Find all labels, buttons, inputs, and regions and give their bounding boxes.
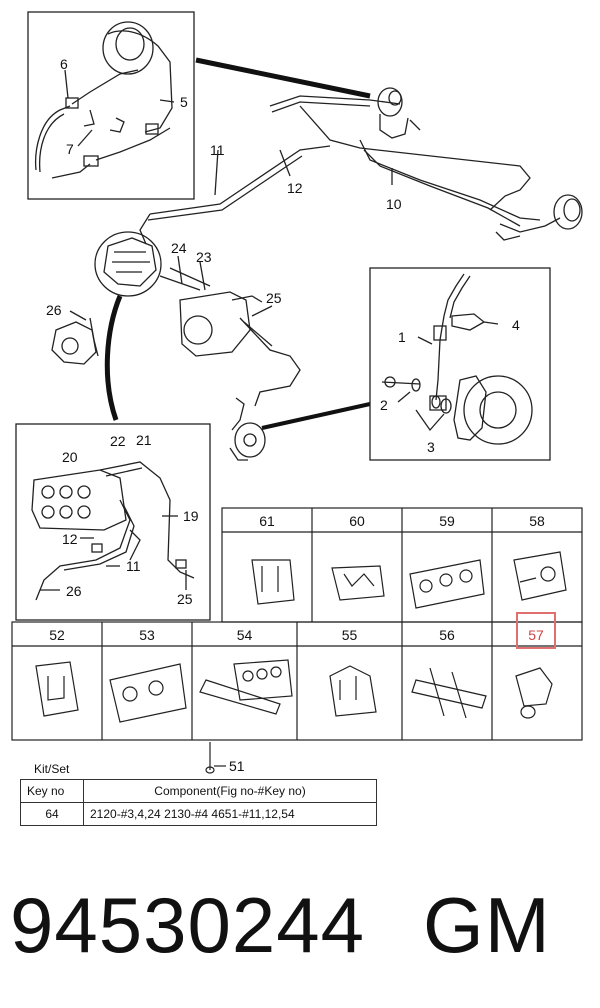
callout-23: 23 xyxy=(196,249,212,265)
part-61-label: 61 xyxy=(259,513,275,529)
kit-header-key: Key no xyxy=(20,779,84,803)
footer-part-number: 94530244 GM xyxy=(10,880,551,970)
callout-7: 7 xyxy=(66,141,74,157)
callout-1: 1 xyxy=(398,329,406,345)
inset-box-master-cylinder xyxy=(15,423,211,621)
part-55-label: 55 xyxy=(341,627,358,643)
callout-12-top: 12 xyxy=(287,180,303,196)
part-53-label: 53 xyxy=(139,627,155,643)
callout-20: 20 xyxy=(62,449,78,465)
callout-12-inset: 12 xyxy=(62,531,78,547)
callout-51: 51 xyxy=(229,758,245,774)
callout-2: 2 xyxy=(380,397,388,413)
kit-row-key: 64 xyxy=(20,802,84,826)
callout-10: 10 xyxy=(386,196,402,212)
callout-3: 3 xyxy=(427,439,435,455)
part-54-label: 54 xyxy=(236,627,253,643)
kit-set-table: Key no Component(Fig no-#Key no) 64 2120… xyxy=(20,779,377,826)
part-56-label: 56 xyxy=(439,627,455,643)
callout-22: 22 xyxy=(110,433,126,449)
callout-24: 24 xyxy=(171,240,187,256)
part-58-label: 58 xyxy=(529,513,545,529)
callout-5: 5 xyxy=(180,94,188,110)
callout-26-top: 26 xyxy=(46,302,62,318)
callout-4: 4 xyxy=(512,317,520,333)
kit-header-component: Component(Fig no-#Key no) xyxy=(83,779,377,803)
part-57-label: 57 xyxy=(528,627,544,643)
callout-26-inset: 26 xyxy=(66,583,82,599)
callout-11-inset: 11 xyxy=(126,558,141,574)
callout-19: 19 xyxy=(183,508,199,524)
part-52-label: 52 xyxy=(49,627,65,643)
part-60-label: 60 xyxy=(349,513,365,529)
inset-box-front-hose xyxy=(369,267,551,461)
callout-21: 21 xyxy=(136,432,152,448)
callout-6: 6 xyxy=(60,56,68,72)
callout-11-top: 11 xyxy=(210,142,225,158)
parts-grid xyxy=(11,507,583,741)
brand: GM xyxy=(423,881,551,969)
part-number: 94530244 xyxy=(10,881,366,969)
kit-set-title: Kit/Set xyxy=(34,762,70,776)
callout-25-inset: 25 xyxy=(177,591,193,607)
kit-row-component: 2120-#3,4,24 2130-#4 4651-#11,12,54 xyxy=(83,802,377,826)
callout-25-top: 25 xyxy=(266,290,282,306)
part-59-label: 59 xyxy=(439,513,455,529)
highlight-box-57 xyxy=(516,612,556,649)
inset-box-rear-hose xyxy=(27,11,195,200)
